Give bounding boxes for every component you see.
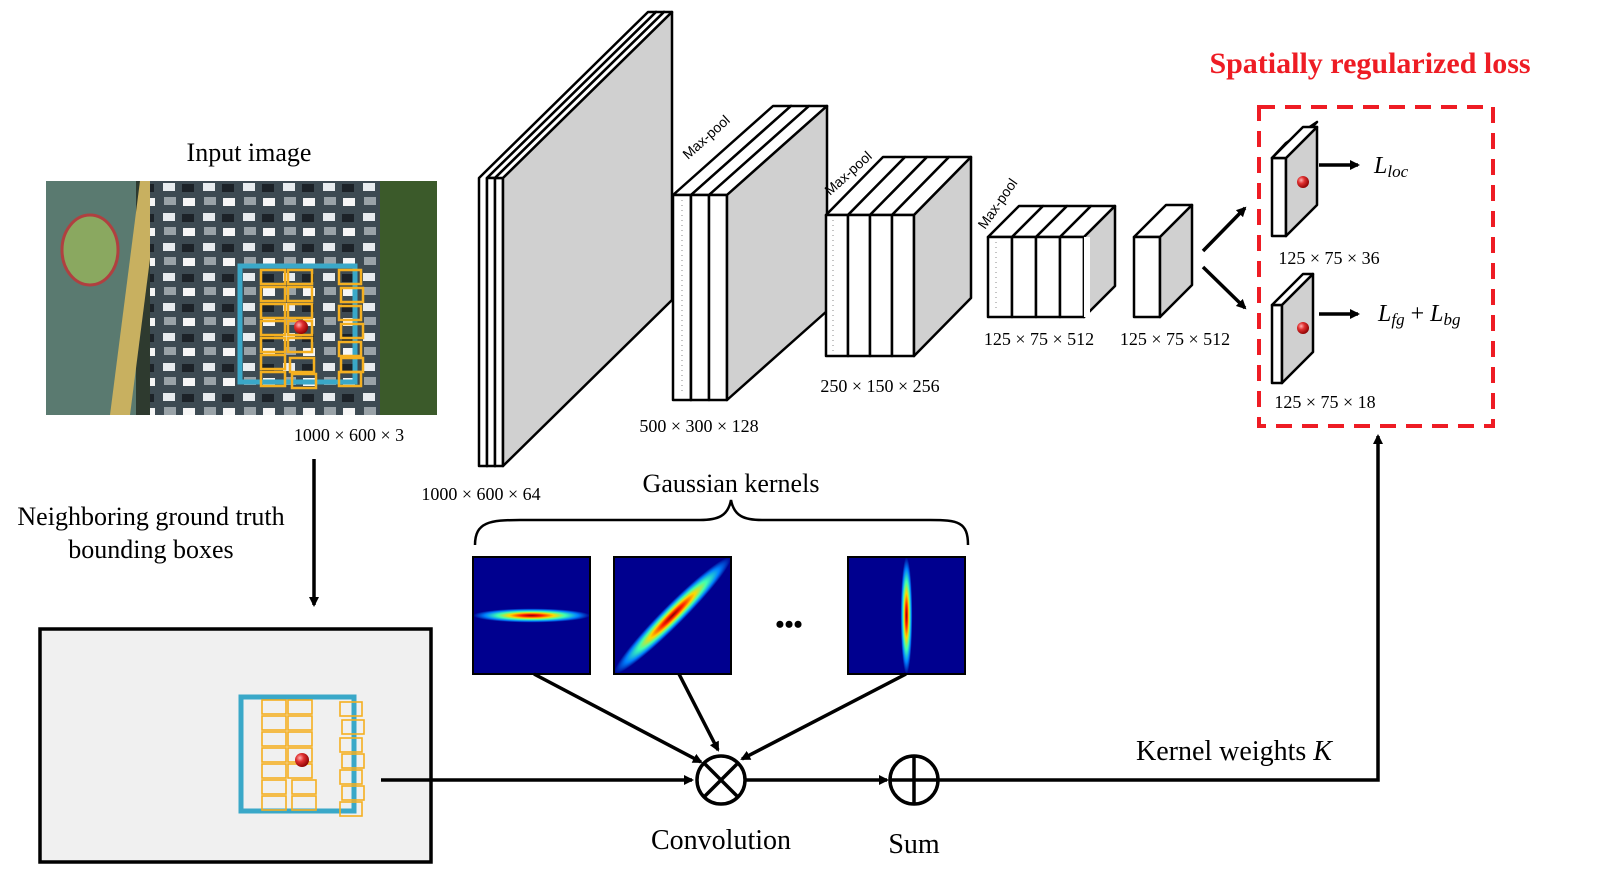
head-cls-dims: 125 × 75 × 18 xyxy=(1274,392,1375,412)
input-image xyxy=(46,181,437,415)
layer-1-stack xyxy=(477,10,674,468)
kernel3-to-conv-arrow xyxy=(740,672,907,761)
neighbor-boxes-panel xyxy=(38,627,433,864)
neighbor-label-line1: Neighboring ground truth xyxy=(17,502,284,531)
layer-2-dims: 500 × 300 × 128 xyxy=(639,416,758,436)
head-loc-anchor xyxy=(1297,176,1309,188)
gaussian-brace xyxy=(473,499,970,546)
kernel-vertical xyxy=(847,556,966,675)
kernel-weights-arrow xyxy=(938,434,1383,782)
head-loc-dims: 125 × 75 × 36 xyxy=(1278,248,1379,268)
convolution-label: Convolution xyxy=(651,825,791,856)
layer-5-dims: 125 × 75 × 512 xyxy=(1120,329,1230,349)
kernel-ellipsis: ••• xyxy=(775,610,802,639)
loss-fg-bg-label: Lfg + Lbg xyxy=(1377,301,1461,329)
kernel-weights-label: Kernel weights K xyxy=(1136,736,1333,767)
branch-arrow-loc xyxy=(1201,206,1247,253)
layer-4-stack xyxy=(986,204,1117,319)
neighbor-label-line2: bounding boxes xyxy=(68,535,233,564)
sum-label: Sum xyxy=(888,829,940,860)
loss-loc-label: Lloc xyxy=(1373,153,1409,181)
convolution-operator-icon xyxy=(695,754,747,806)
head-cls-anchor xyxy=(1297,322,1309,334)
kernel-diagonal xyxy=(613,556,732,675)
loss-box xyxy=(1257,105,1495,428)
input-image-label: Input image xyxy=(187,138,312,167)
layer-3-dims: 250 × 150 × 256 xyxy=(820,376,939,396)
branch-arrow-cls xyxy=(1201,265,1247,310)
head-loc-block xyxy=(1270,120,1319,238)
layer-4-dims: 125 × 75 × 512 xyxy=(984,329,1094,349)
layer-2-stack xyxy=(671,104,829,402)
gaussian-label: Gaussian kernels xyxy=(643,469,820,498)
kernel1-to-conv-arrow xyxy=(533,672,703,764)
head-cls-block xyxy=(1270,272,1315,385)
input-dims: 1000 × 600 × 3 xyxy=(294,425,404,445)
layer-5-block xyxy=(1132,203,1194,319)
sum-operator-icon xyxy=(888,754,940,806)
layer-3-stack xyxy=(824,155,973,358)
kernel2-to-conv-arrow xyxy=(677,673,720,752)
loss-title: Spatially regularized loss xyxy=(1209,47,1530,80)
kernel-horizontal xyxy=(472,556,591,675)
layer-1-dims: 1000 × 600 × 64 xyxy=(421,484,540,504)
